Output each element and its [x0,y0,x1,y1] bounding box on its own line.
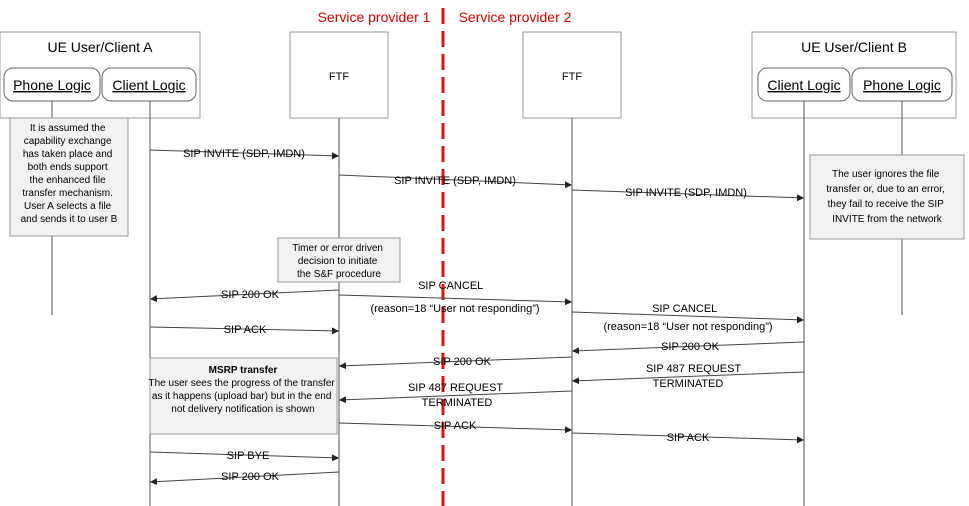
msg-bye [149,451,340,462]
note-timer-text: Timer or error driven decision to initia… [292,243,386,280]
msg-invite-3 [571,189,805,202]
msg-terminated-b-label: SIP 487 REQUEST TERMINATED [646,363,744,390]
msg-ok-b [571,341,805,355]
msg-cancel-2-label: SIP CANCEL (reason=18 “User not respondi… [603,303,772,333]
msg-invite-2 [338,174,573,189]
msg-ack-b-label: SIP ACK [667,432,710,444]
note-assumed [9,117,129,237]
ftf-1-label: FTF [329,71,349,83]
ftf-1-box [289,31,389,119]
msg-bye-label: SIP BYE [227,450,270,462]
note-msrp-title: MSRP transfer [209,365,278,376]
note-timer [277,237,401,283]
provider-1-label: Service provider 1 [318,9,431,25]
msg-ok-b-label: SIP 200 OK [661,341,720,353]
msg-cancel-1 [338,294,573,306]
note-ignores [809,154,965,240]
msg-terminated-mid-label: SIP 487 REQUEST TERMINATED [408,382,506,409]
msg-ok-mid [338,356,573,370]
msg-ack-b [571,432,805,444]
msg-ok-a-label: SIP 200 OK [221,289,280,301]
ue-a-phone-logic: Phone Logic [13,77,91,93]
msg-ok-a [149,289,340,303]
note-assumed-text: It is assumed the capability exchange ha… [21,123,118,225]
msg-invite-2-label: SIP INVITE (SDP, IMDN) [394,175,516,187]
msg-terminated-b [571,371,805,385]
msg-terminated-mid [338,390,573,404]
msg-cancel-2 [571,311,805,324]
note-ignores-text: The user ignores the file transfer or, d… [826,169,947,225]
msg-invite-1-label: SIP INVITE (SDP, IMDN) [183,148,305,160]
ftf-2-label: FTF [562,71,582,83]
ue-a-client-logic: Client Logic [112,77,185,93]
ftf-2-box [522,31,622,119]
msg-ack-a-label: SIP ACK [224,324,267,336]
msg-ack-mid [338,422,573,434]
ue-b-phone-logic: Phone Logic [863,77,941,93]
ue-a-client-logic-box [101,67,197,102]
msg-cancel-1-label: SIP CANCEL (reason=18 “User not respondi… [370,280,539,315]
msg-invite-3-label: SIP INVITE (SDP, IMDN) [625,187,747,199]
msg-ok-bye-label: SIP 200 OK [221,471,280,483]
msg-ok-bye [149,471,340,486]
note-msrp-text: The user sees the progress of the transf… [149,378,338,415]
msg-invite-1 [149,149,340,160]
ue-b-title: UE User/Client B [801,39,907,55]
provider-2-label: Service provider 2 [459,9,572,25]
ue-a-title: UE User/Client A [47,39,153,55]
msg-ok-mid-label: SIP 200 OK [433,356,492,368]
msg-ack-a [149,326,340,335]
msg-ack-mid-label: SIP ACK [434,420,477,432]
ue-b-client-logic: Client Logic [767,77,840,93]
note-msrp [149,357,338,435]
